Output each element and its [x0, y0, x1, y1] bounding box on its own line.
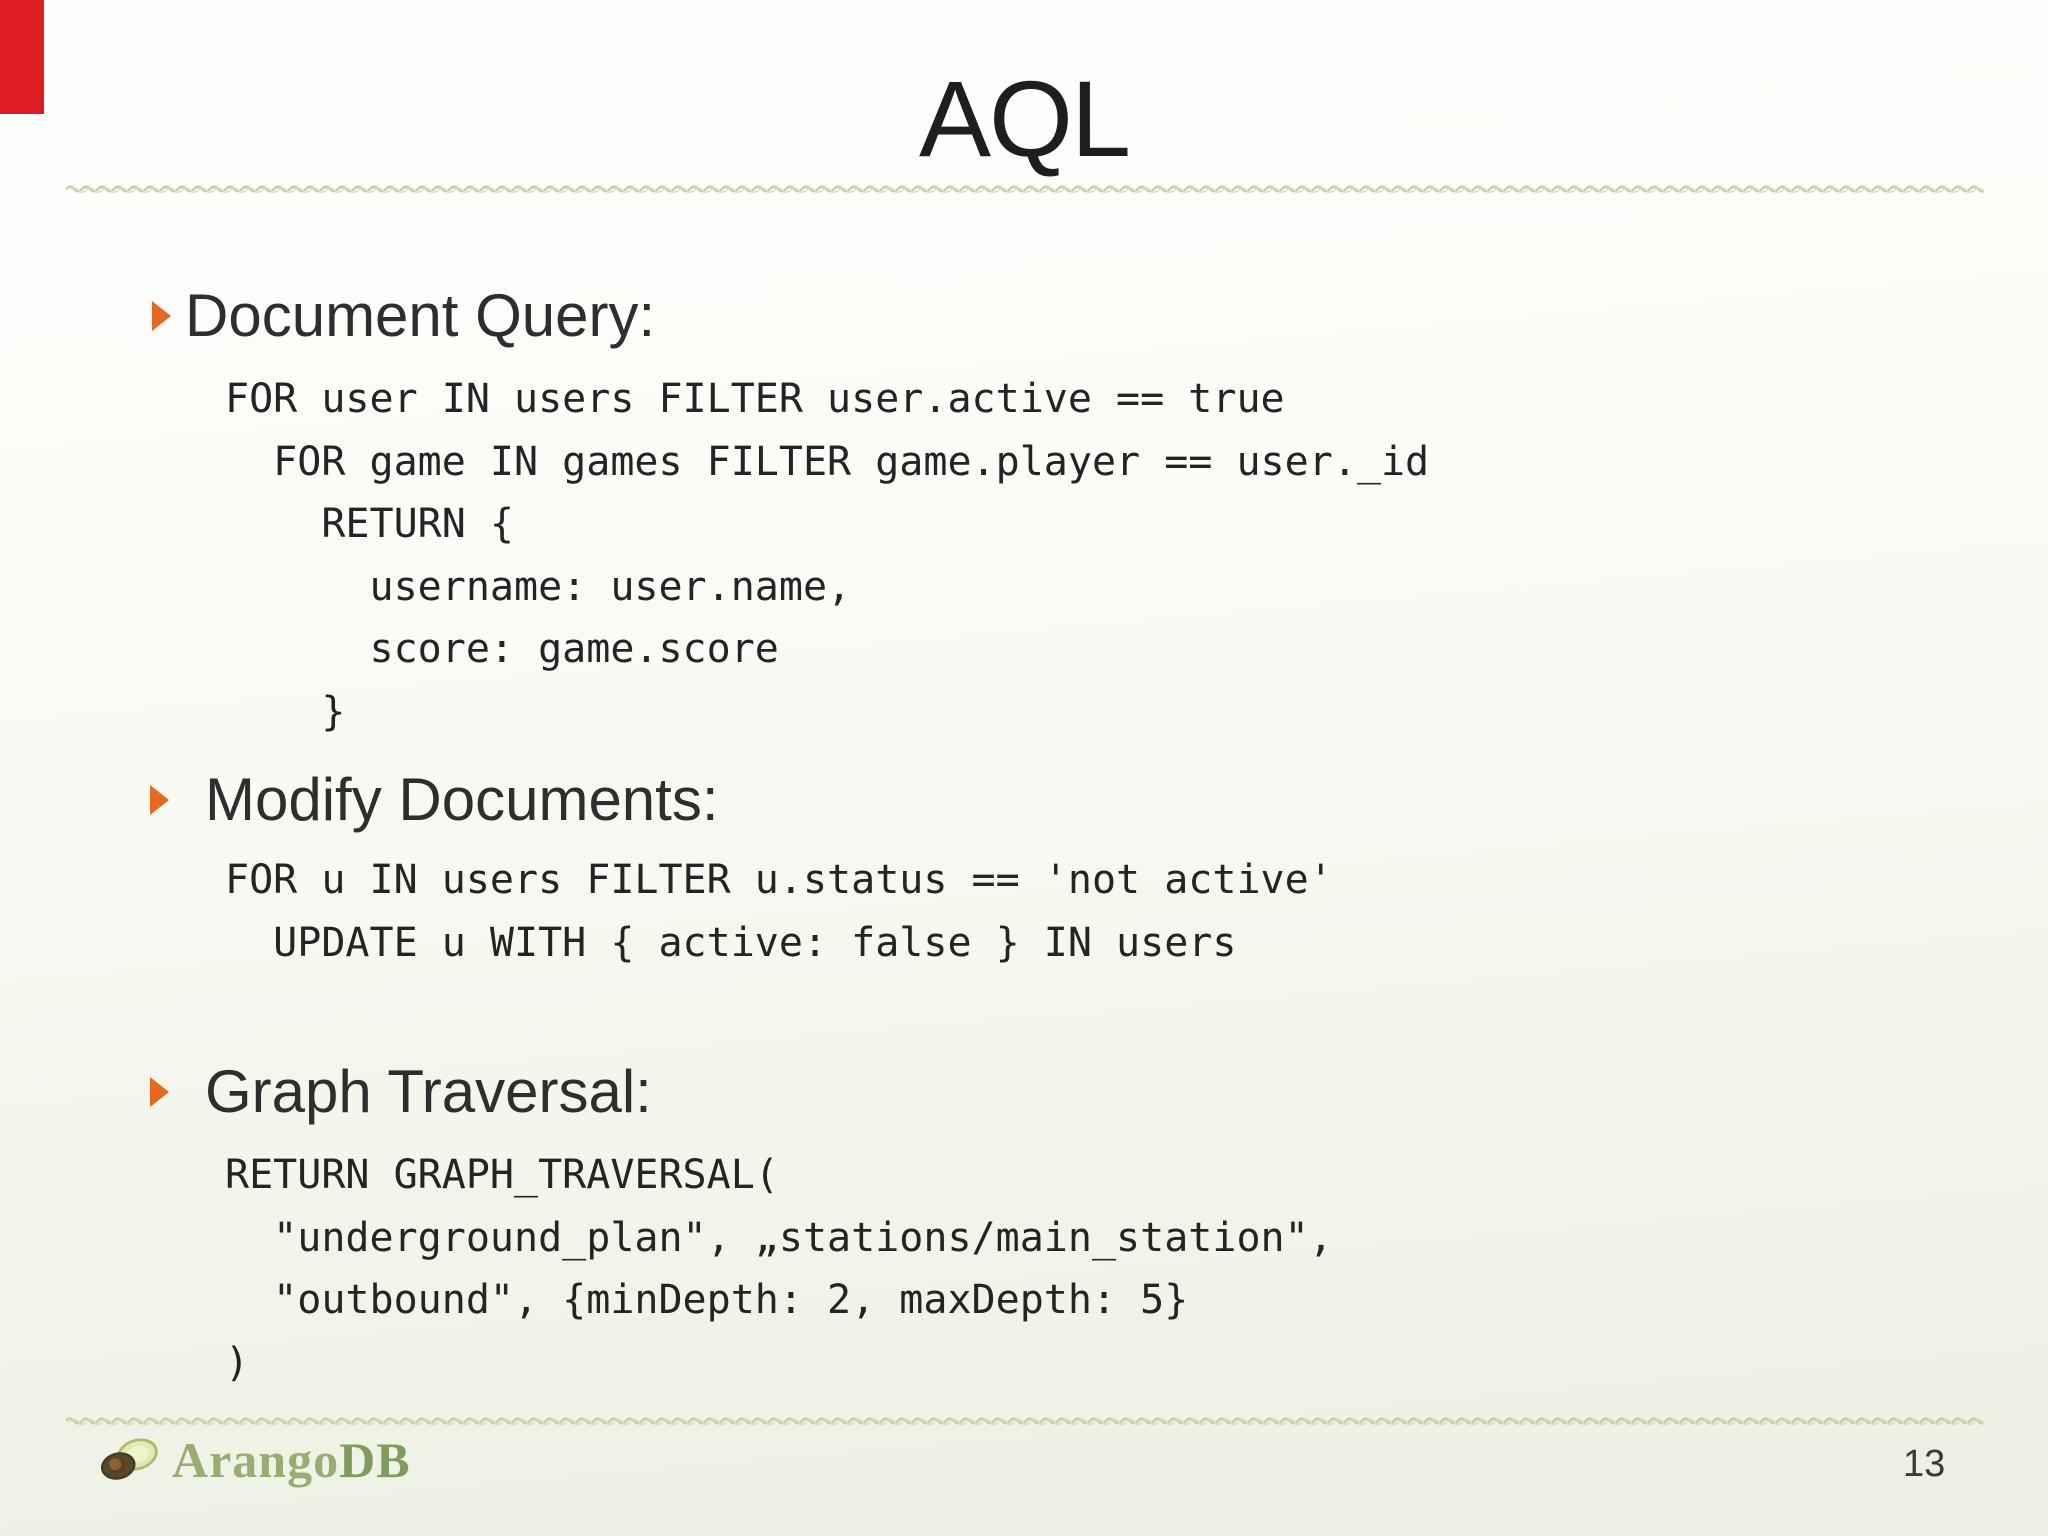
code-line: UPDATE u WITH { active: false } IN users: [225, 919, 1237, 966]
page-number: 13: [1903, 1443, 1946, 1485]
code-line: RETURN {: [225, 501, 514, 547]
red-marker: [0, 0, 44, 114]
section-heading-document-query: Document Query:: [185, 282, 656, 349]
section-heading-graph-traversal: Graph Traversal:: [205, 1058, 652, 1125]
code-line: FOR game IN games FILTER game.player == …: [225, 438, 1430, 485]
top-divider-wavy-line: [66, 185, 1984, 194]
code-line: FOR u IN users FILTER u.status == 'not a…: [225, 857, 1333, 903]
code-block-modify-documents: FOR u IN users FILTER u.status == 'not a…: [225, 849, 1333, 974]
code-line: RETURN GRAPH_TRAVERSAL(: [225, 1152, 779, 1198]
code-line: score: game.score: [225, 626, 779, 672]
logo-text-db: DB: [339, 1432, 411, 1488]
logo-text: ArangoDB: [172, 1432, 411, 1488]
code-block-graph-traversal: RETURN GRAPH_TRAVERSAL( "underground_pla…: [225, 1144, 1333, 1394]
code-line: FOR user IN users FILTER user.active == …: [225, 376, 1285, 422]
code-line: "underground_plan", „stations/main_stati…: [225, 1214, 1333, 1261]
section-heading-modify-documents: Modify Documents:: [205, 766, 719, 833]
code-line: }: [225, 688, 346, 735]
arangodb-logo: ArangoDB: [96, 1432, 411, 1488]
code-line: username: user.name,: [225, 563, 852, 610]
code-line: ): [225, 1339, 250, 1386]
slide-title: AQL: [918, 58, 1131, 179]
avocado-icon: [100, 1438, 158, 1480]
triangle-right-icon: [152, 301, 171, 331]
logo-text-arango: Arango: [172, 1432, 340, 1488]
code-line: "outbound", {minDepth: 2, maxDepth: 5}: [225, 1277, 1189, 1323]
triangle-right-icon: [150, 1077, 169, 1107]
bottom-divider-wavy-line: [66, 1417, 1984, 1426]
triangle-right-icon: [150, 785, 169, 815]
code-block-document-query: FOR user IN users FILTER user.active == …: [225, 368, 1429, 743]
